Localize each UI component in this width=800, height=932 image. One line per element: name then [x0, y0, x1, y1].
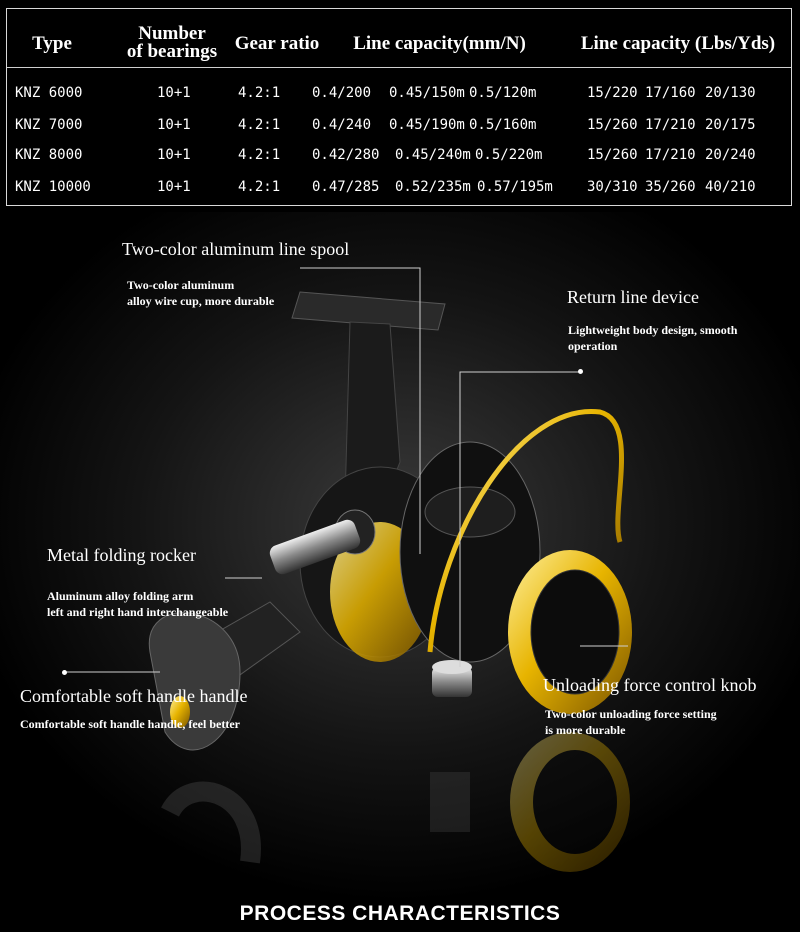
cell-mm1: 0.47/285: [312, 179, 380, 195]
cell-mm3: 0.5/160m: [469, 117, 537, 133]
callout-knob-desc-line1: Two-color unloading force setting: [545, 707, 717, 721]
reel-foot: [291, 291, 446, 513]
callout-spool-desc: Two-color aluminum alloy wire cup, more …: [127, 277, 274, 309]
spec-table-header: Type Number of bearings Gear ratio Line …: [7, 13, 791, 68]
cell-lb2: 35/260: [645, 179, 696, 195]
cell-lb2: 17/210: [645, 117, 696, 133]
callout-rocker-desc-line2: left and right hand interchangeable: [47, 605, 229, 619]
section-footer-title: PROCESS CHARACTERISTICS: [239, 902, 561, 925]
callout-return-desc: Lightweight body design, smooth operatio…: [568, 322, 737, 354]
callout-leader-lines: [65, 267, 628, 673]
cell-lb2: 17/210: [645, 147, 696, 163]
cell-gear: 4.2:1: [238, 179, 281, 195]
cell-type: KNZ 7000: [15, 117, 83, 133]
cell-mm3: 0.5/120m: [469, 85, 537, 101]
header-type: Type: [32, 33, 72, 54]
header-bearings-line1: Number: [138, 23, 206, 44]
callout-rocker-title: Metal folding rocker: [47, 545, 196, 565]
header-line-mm: Line capacity(mm/N): [353, 33, 526, 54]
cell-mm2: 0.45/240m: [395, 147, 471, 163]
cell-mm3: 0.5/220m: [475, 147, 543, 163]
drag-knob: [432, 660, 472, 697]
table-row: KNZ 6000 10+1 4.2:1 0.4/200 0.45/150m 0.…: [7, 79, 791, 109]
spec-table: Type Number of bearings Gear ratio Line …: [6, 8, 792, 206]
cell-mm2: 0.45/190m: [389, 117, 465, 133]
callout-knob-desc: Two-color unloading force setting is mor…: [545, 706, 717, 738]
callout-spool-desc-line1: Two-color aluminum: [127, 278, 235, 292]
cell-type: KNZ 10000: [15, 179, 91, 195]
handle-knob: [148, 612, 241, 751]
callout-handle-title: Comfortable soft handle handle: [20, 686, 248, 706]
cell-mm2: 0.52/235m: [395, 179, 471, 195]
callout-spool-desc-line2: alloy wire cup, more durable: [127, 294, 275, 308]
callout-return-dot: [578, 369, 583, 374]
cell-lb3: 20/130: [705, 85, 756, 101]
cell-gear: 4.2:1: [238, 117, 281, 133]
bail-arm: [427, 409, 624, 653]
cell-bearings: 10+1: [157, 117, 191, 133]
callout-spool-title: Two-color aluminum line spool: [122, 239, 350, 259]
cell-gear: 4.2:1: [238, 147, 281, 163]
cell-bearings: 10+1: [157, 147, 191, 163]
callout-knob-desc-line2: is more durable: [545, 723, 626, 737]
callout-rocker-desc: Aluminum alloy folding arm left and righ…: [47, 588, 228, 620]
cell-lb3: 20/175: [705, 117, 756, 133]
cell-lb3: 40/210: [705, 179, 756, 195]
cell-mm3: 0.57/195m: [477, 179, 553, 195]
cell-mm1: 0.42/280: [312, 147, 380, 163]
cell-type: KNZ 6000: [15, 85, 83, 101]
cell-mm2: 0.45/150m: [389, 85, 465, 101]
cell-type: KNZ 8000: [15, 147, 83, 163]
header-bearings-line2: of bearings: [126, 41, 218, 62]
cell-lb3: 20/240: [705, 147, 756, 163]
callout-return-title: Return line device: [567, 287, 699, 307]
header-bearings: Number of bearings: [117, 23, 227, 62]
callout-handle-dot: [62, 670, 67, 675]
cell-bearings: 10+1: [157, 179, 191, 195]
cell-lb1: 15/260: [587, 147, 638, 163]
table-row: KNZ 7000 10+1 4.2:1 0.4/240 0.45/190m 0.…: [7, 111, 791, 141]
cell-lb1: 30/310: [587, 179, 638, 195]
fishing-reel-image: [0, 212, 800, 902]
cell-lb2: 17/160: [645, 85, 696, 101]
cell-bearings: 10+1: [157, 85, 191, 101]
header-gear: Gear ratio: [234, 33, 320, 54]
callout-knob-title: Unloading force control knob: [543, 675, 757, 695]
callout-rocker-desc-line1: Aluminum alloy folding arm: [47, 589, 194, 603]
cell-mm1: 0.4/240: [312, 117, 372, 133]
cell-mm1: 0.4/200: [312, 85, 372, 101]
callout-handle-desc: Comfortable soft handle handle, feel bet…: [20, 717, 240, 731]
callout-return-desc-line1: Lightweight body design, smooth: [568, 323, 738, 337]
callout-return-desc-line2: operation: [568, 339, 618, 353]
table-row: KNZ 10000 10+1 4.2:1 0.47/285 0.52/235m …: [7, 173, 791, 203]
header-line-lbs: Line capacity (Lbs/Yds): [580, 33, 776, 54]
cell-lb1: 15/260: [587, 117, 638, 133]
cell-gear: 4.2:1: [238, 85, 281, 101]
reel-reflection: [161, 732, 630, 872]
cell-lb1: 15/220: [587, 85, 638, 101]
table-row: KNZ 8000 10+1 4.2:1 0.42/280 0.45/240m 0…: [7, 141, 791, 171]
